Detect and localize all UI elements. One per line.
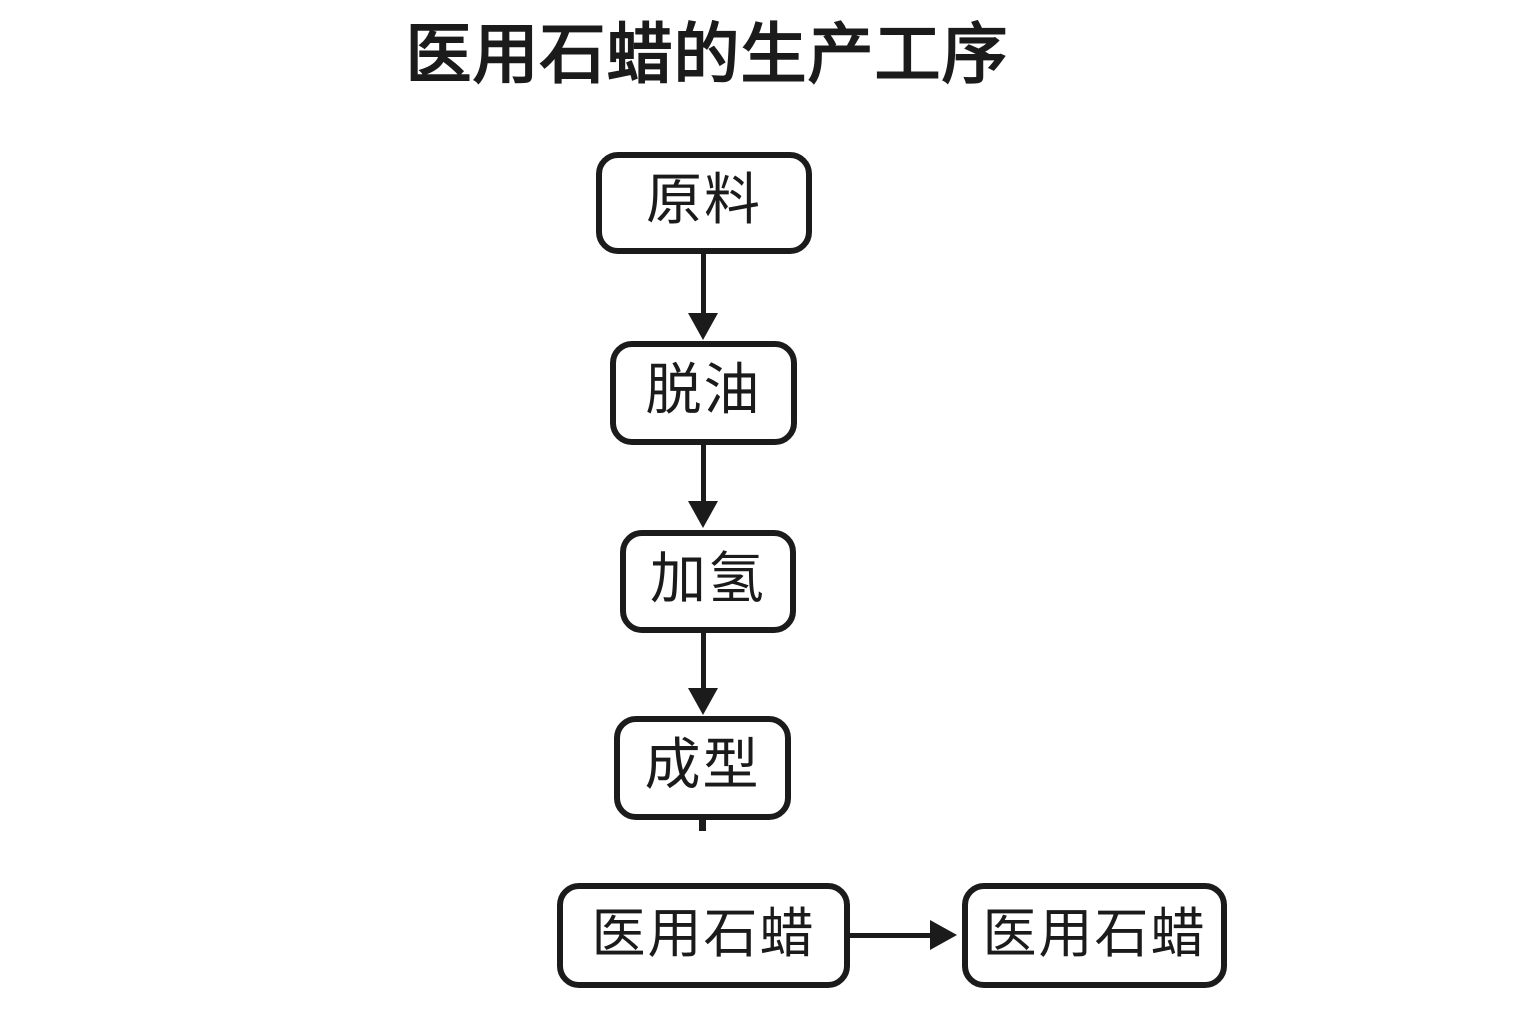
node-medical-paraffin-output[interactable]: 医用石蜡	[557, 883, 850, 988]
node-medical-paraffin-final-label: 医用石蜡	[982, 901, 1207, 965]
node-hydrogenation[interactable]: 加氢	[620, 530, 796, 633]
connector-hydro-to-form-arrowhead-icon	[688, 688, 718, 715]
node-medical-paraffin-final[interactable]: 医用石蜡	[962, 883, 1227, 988]
node-hydrogenation-label: 加氢	[650, 546, 766, 612]
node-forming[interactable]: 成型	[614, 716, 791, 820]
node-deoiling-label: 脱油	[645, 358, 762, 423]
connector-raw-to-deoil-arrowhead-icon	[688, 313, 718, 340]
connector-form-to-product-stub	[699, 819, 706, 831]
node-raw-material[interactable]: 原料	[596, 152, 812, 254]
connector-deoil-to-hydro-arrowhead-icon	[688, 501, 718, 528]
connector-deoil-to-hydro-line	[701, 445, 706, 509]
connector-hydro-to-form-line	[701, 633, 706, 693]
connector-product-a-to-product-b-arrowhead-icon	[930, 920, 957, 950]
node-deoiling[interactable]: 脱油	[610, 341, 797, 445]
node-raw-material-label: 原料	[646, 168, 762, 233]
connector-raw-to-deoil-line	[701, 254, 706, 320]
connector-product-a-to-product-b-line	[850, 933, 934, 938]
node-medical-paraffin-output-label: 医用石蜡	[591, 901, 816, 965]
node-forming-label: 成型	[644, 733, 761, 798]
page-title: 医用石蜡的生产工序	[405, 16, 1009, 93]
